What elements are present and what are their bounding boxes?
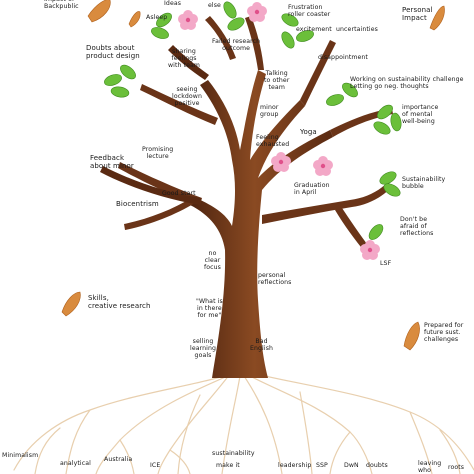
seed-icon [128, 11, 141, 28]
label-asleep: Asleep [146, 14, 168, 21]
seed-icon [61, 291, 81, 317]
label-promising-lecture: Promising lecture [142, 146, 174, 160]
label-what-in-there: "What is in there for me" [196, 298, 223, 319]
label-ssp: SSP [316, 462, 328, 469]
label-yoga: Yoga [300, 128, 317, 136]
leaf-icon [296, 30, 314, 42]
blossom-icon [313, 156, 333, 176]
label-sharing-feelings: sharing feelings with team [168, 48, 201, 69]
roots [13, 371, 474, 474]
label-disappointment: disappointment [318, 54, 368, 61]
seed-icon [403, 321, 420, 351]
label-lsf: LSF [380, 260, 392, 267]
label-feedback-minor: Feedback about minor [90, 154, 134, 170]
leaf-icon [104, 74, 122, 86]
leaf-icon [373, 121, 391, 135]
label-failed-research: Failed research outcome [212, 38, 261, 52]
label-ice: ICE [150, 462, 161, 469]
blossom-icon [271, 152, 291, 172]
label-dwn: DwN [344, 462, 359, 469]
label-sustainability-root: sustainability [212, 450, 255, 457]
label-doubts-product: Doubts about product design [86, 44, 140, 60]
leaf-icon [281, 31, 295, 49]
label-top-left: Impact of Backpublic [44, 0, 79, 10]
blossom-icon [247, 2, 267, 22]
leaves [104, 1, 402, 240]
tree-trunk [100, 16, 393, 378]
label-root-fragment: roots [448, 464, 465, 471]
seed-icon [87, 0, 111, 23]
label-sustainability-bubble: Sustainability bubble [402, 176, 446, 190]
leaf-icon [368, 224, 384, 240]
leaf-icon [326, 94, 344, 106]
seeds [61, 0, 445, 351]
label-skills: Skills, creative research [88, 294, 151, 310]
label-australia: Australia [104, 456, 133, 463]
label-no-clear-focus: no clear focus [204, 250, 222, 271]
label-seeing-lockdown: seeing lockdown positive [172, 86, 202, 107]
leaf-icon [223, 1, 237, 19]
label-leaving: leaving who [418, 460, 442, 474]
label-good-start: Good start [162, 190, 196, 197]
label-selling: selling learning goals [190, 338, 217, 359]
label-talking-team: Talking to other team [264, 70, 290, 91]
label-feeling-exhausted: Feeling exhausted [256, 134, 290, 148]
label-bad-english: Bad English [250, 338, 274, 352]
label-minimalism: Minimalism [2, 452, 39, 459]
blossom-icon [360, 240, 380, 260]
label-dont-afraid: Don't be afraid of reflections [400, 216, 434, 237]
leaf-icon [379, 171, 397, 185]
label-working-sustainability: Working on sustainability challenge Lett… [350, 76, 464, 90]
leaf-icon [151, 27, 169, 39]
label-else: else [208, 2, 221, 9]
label-frustration: Frustration roller coaster [288, 4, 331, 18]
leaf-icon [227, 17, 245, 31]
label-ideas: Ideas [164, 0, 182, 7]
leaf-icon [281, 13, 299, 27]
leaf-icon [110, 86, 130, 98]
label-leadership: leadership [278, 462, 312, 469]
blossoms [178, 2, 380, 260]
leaf-icon [120, 64, 136, 80]
label-personal-impact: Personal Impact [402, 6, 433, 22]
label-doubts-root: doubts [366, 462, 388, 469]
leaf-icon [383, 183, 401, 197]
label-importance-wellbeing: importance of mental well-being [402, 104, 439, 125]
leaf-icon [156, 12, 172, 28]
label-excitement: excitement [296, 26, 332, 33]
label-personal-reflections: personal reflections [258, 272, 292, 286]
leaf-icon [377, 104, 393, 120]
seed-icon [429, 5, 445, 31]
label-minor-group: minor group [260, 104, 279, 118]
label-graduation: Graduation in April [294, 182, 330, 196]
label-prepared: Prepared for future sust. challenges [424, 322, 464, 343]
label-biocentrism: Biocentrism [116, 200, 159, 208]
label-make-it: make it [216, 462, 240, 469]
leaf-icon [390, 112, 402, 132]
leaf-icon [342, 82, 358, 98]
label-uncertainties: uncertainties [336, 26, 378, 33]
blossom-icon [178, 10, 198, 30]
label-analytical: analytical [60, 460, 91, 467]
